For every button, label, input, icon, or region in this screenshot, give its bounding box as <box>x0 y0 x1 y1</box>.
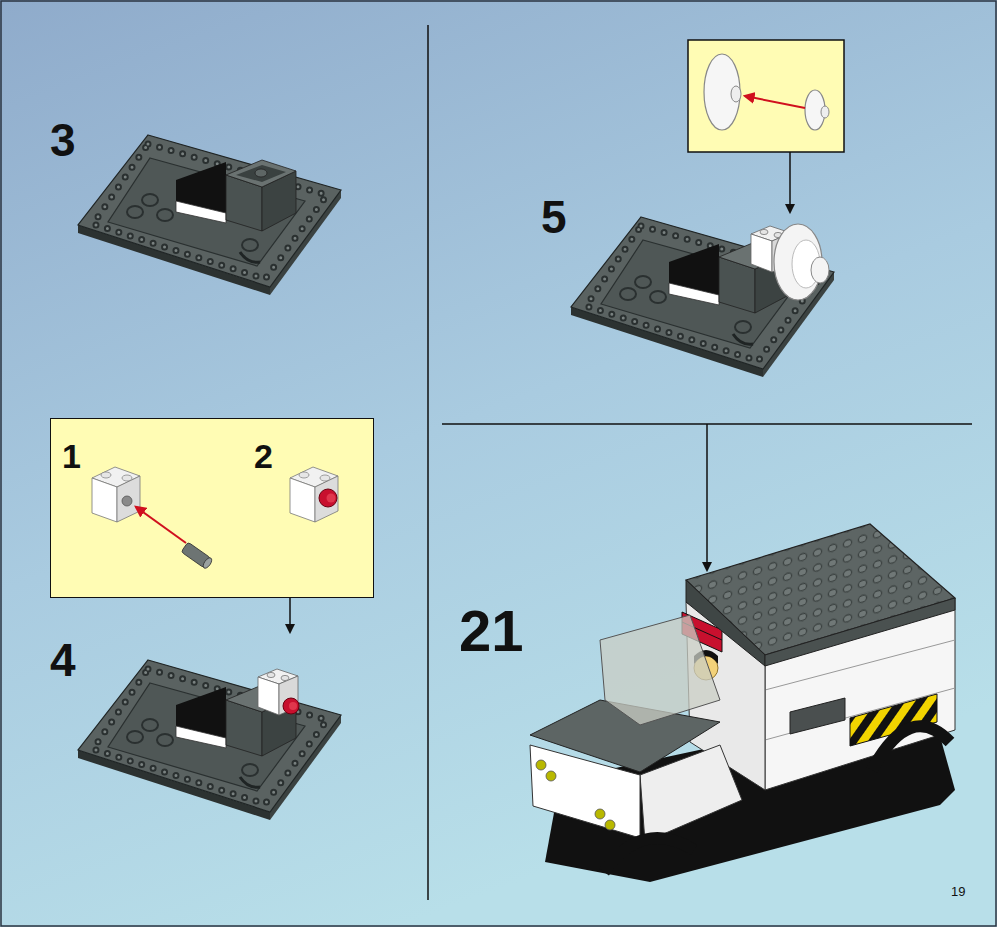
step-number: 21 <box>459 602 524 660</box>
step-number: 4 <box>50 637 76 683</box>
page-number: 19 <box>951 885 965 898</box>
step-number: 3 <box>50 117 76 163</box>
callout-box: 12 <box>50 418 374 598</box>
step-number: 5 <box>541 194 567 240</box>
sub-step-number: 2 <box>254 439 273 473</box>
sub-step-number: 1 <box>62 439 81 473</box>
